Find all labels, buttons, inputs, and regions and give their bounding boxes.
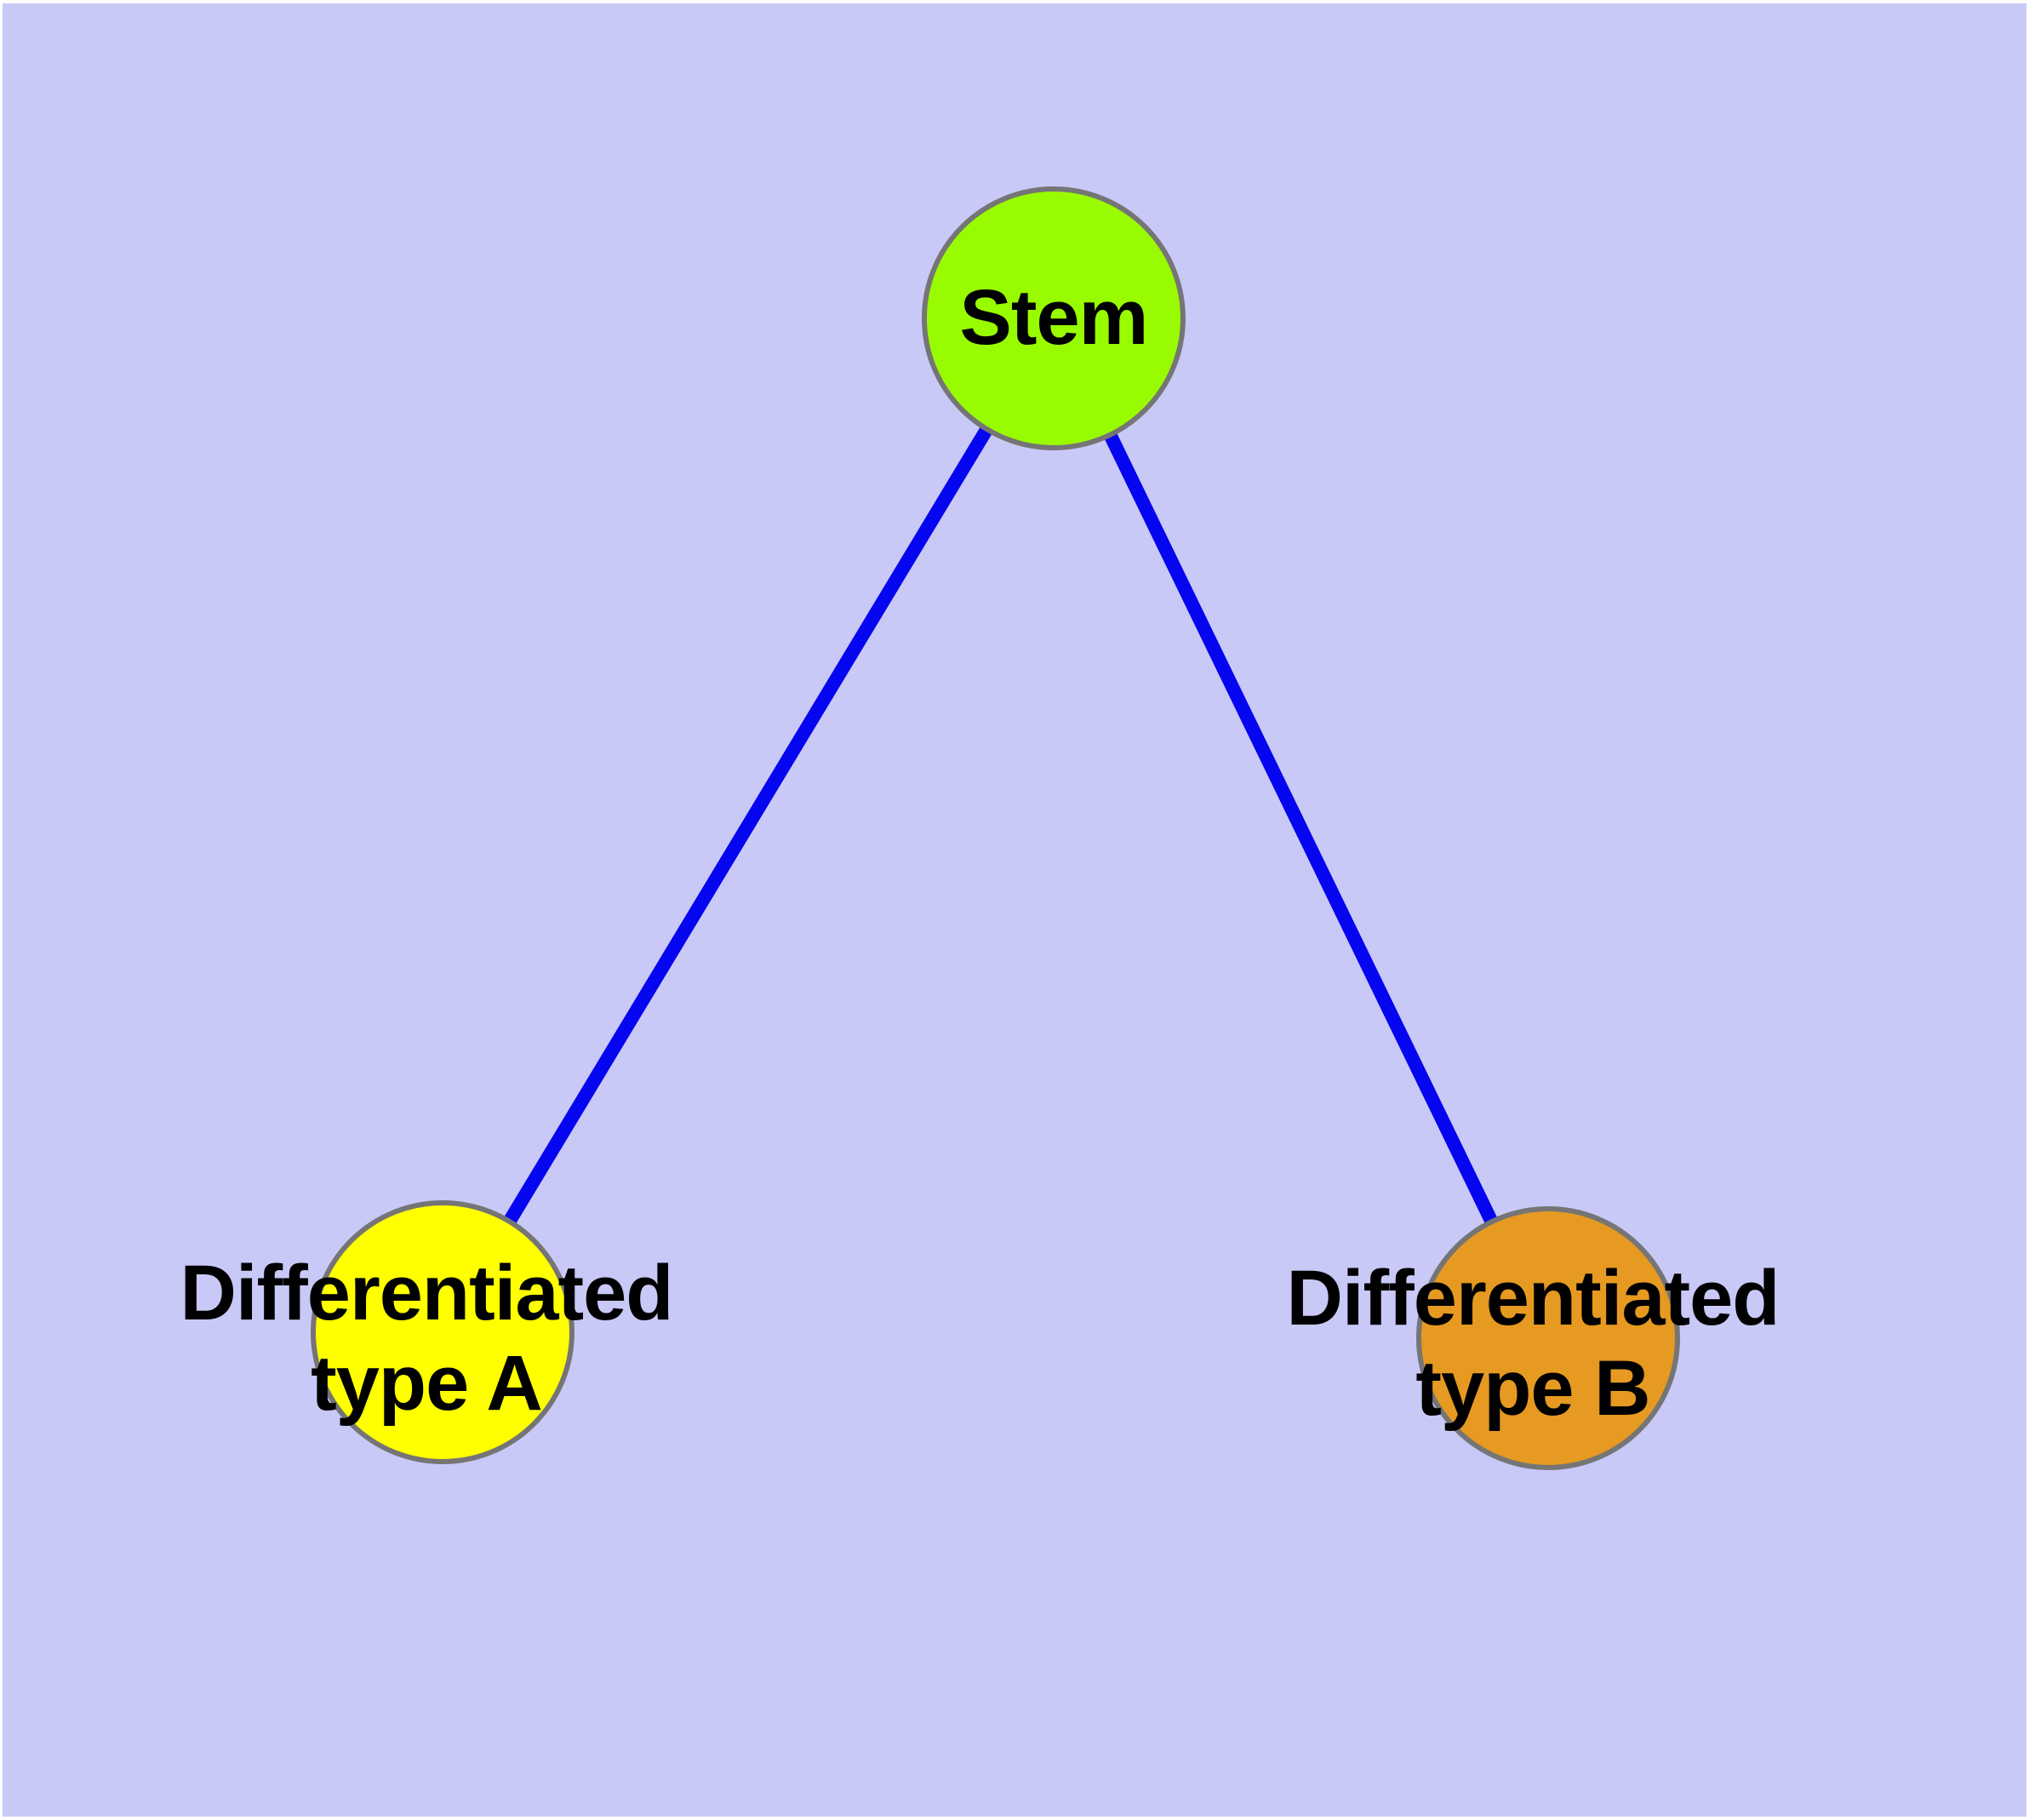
edge-stem-to-type-a bbox=[437, 314, 1060, 1336]
node-type-b-label-line2: type B bbox=[1415, 1345, 1649, 1432]
node-type-a-circle bbox=[311, 1200, 574, 1464]
node-stem-label: Stem bbox=[960, 274, 1148, 361]
node-differentiated-type-a: Differentiated type A bbox=[180, 1200, 673, 1464]
node-stem: Stem bbox=[922, 186, 1186, 450]
node-stem-circle bbox=[922, 186, 1186, 450]
edge-stem-to-type-b bbox=[1047, 315, 1555, 1342]
node-type-a-label-line1: Differentiated bbox=[180, 1250, 673, 1336]
node-differentiated-type-b: Differentiated type B bbox=[1287, 1206, 1780, 1470]
node-type-b-label-line1: Differentiated bbox=[1287, 1255, 1780, 1342]
node-type-b-circle bbox=[1416, 1206, 1680, 1470]
node-type-a-label-line2: type A bbox=[311, 1340, 542, 1427]
